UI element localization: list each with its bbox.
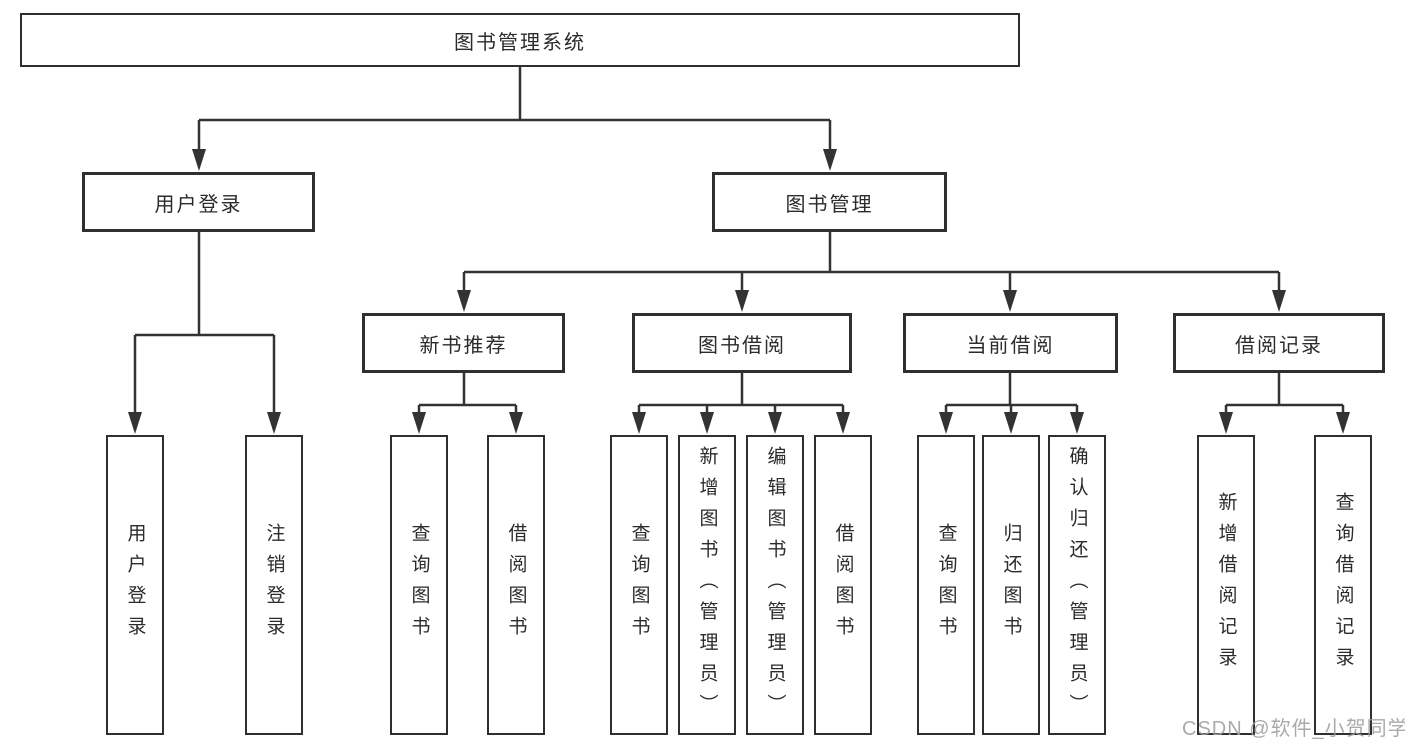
node-borrowing-records: 借阅记录: [1173, 313, 1385, 373]
leaf-query-borrow-record: 查询借阅记录: [1314, 435, 1372, 735]
leaf-edit-book-admin: 编辑图书（管理员）: [746, 435, 804, 735]
node-user-login-branch: 用户登录: [82, 172, 315, 232]
node-current-borrowing: 当前借阅: [903, 313, 1118, 373]
node-user-login-branch-label: 用户登录: [154, 193, 243, 216]
leaf-recommend-query-books-label: 查询图书: [408, 523, 430, 647]
leaf-add-book-admin-label: 新增图书（管理员）: [696, 445, 718, 725]
leaf-add-borrow-record: 新增借阅记录: [1197, 435, 1255, 735]
leaf-confirm-return-admin: 确认归还（管理员）: [1048, 435, 1106, 735]
node-system-root-label: 图书管理系统: [454, 31, 586, 54]
leaf-current-query-books: 查询图书: [917, 435, 975, 735]
leaf-borrowing-query-books: 查询图书: [610, 435, 668, 735]
node-borrowing-records-label: 借阅记录: [1235, 334, 1323, 357]
leaf-add-borrow-record-label: 新增借阅记录: [1215, 492, 1237, 678]
leaf-return-books: 归还图书: [982, 435, 1040, 735]
leaf-recommend-borrow-books: 借阅图书: [487, 435, 545, 735]
leaf-borrowing-query-books-label: 查询图书: [628, 523, 650, 647]
leaf-return-books-label: 归还图书: [1000, 523, 1022, 647]
leaf-borrowing-borrow-books-label: 借阅图书: [832, 523, 854, 647]
leaf-current-query-books-label: 查询图书: [935, 523, 957, 647]
node-book-management-branch-label: 图书管理: [785, 193, 874, 216]
node-current-borrowing-label: 当前借阅: [966, 334, 1055, 357]
leaf-user-login-label: 用户登录: [124, 523, 146, 647]
csdn-watermark: CSDN @软件_小贺同学: [1182, 718, 1405, 740]
leaf-user-login: 用户登录: [106, 435, 164, 735]
leaf-borrowing-borrow-books: 借阅图书: [814, 435, 872, 735]
node-system-root: 图书管理系统: [20, 13, 1020, 67]
leaf-recommend-borrow-books-label: 借阅图书: [505, 523, 527, 647]
node-book-management-branch: 图书管理: [712, 172, 947, 232]
node-book-borrowing: 图书借阅: [632, 313, 852, 373]
node-new-book-recommend: 新书推荐: [362, 313, 565, 373]
node-book-borrowing-label: 图书借阅: [698, 334, 786, 357]
leaf-logout: 注销登录: [245, 435, 303, 735]
leaf-recommend-query-books: 查询图书: [390, 435, 448, 735]
leaf-edit-book-admin-label: 编辑图书（管理员）: [764, 445, 786, 725]
leaf-confirm-return-admin-label: 确认归还（管理员）: [1066, 445, 1088, 725]
node-new-book-recommend-label: 新书推荐: [419, 334, 508, 357]
leaf-add-book-admin: 新增图书（管理员）: [678, 435, 736, 735]
leaf-query-borrow-record-label: 查询借阅记录: [1332, 492, 1354, 678]
leaf-logout-label: 注销登录: [263, 523, 285, 647]
